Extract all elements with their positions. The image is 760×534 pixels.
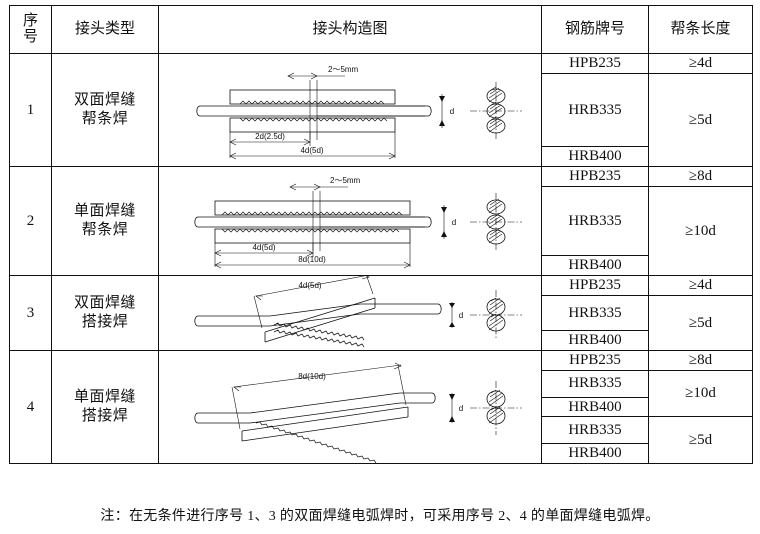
joint-type-line1: 单面焊缝 xyxy=(73,203,136,220)
row-index: 3 xyxy=(9,275,52,351)
table-subrow: HRB400 xyxy=(10,443,753,464)
table-row: 2 单面焊缝 帮条焊 xyxy=(9,166,753,276)
table-subrow: HRB335 ≥10d xyxy=(10,369,753,418)
joint-type-line2: 帮条焊 xyxy=(81,222,129,238)
joint-type-line2: 帮条焊 xyxy=(81,111,129,127)
welding-joint-table: 序 号 接头类型 接头构造图 钢筋牌号 帮条长度 1 双面焊缝 帮条焊 xyxy=(9,5,753,464)
figure-outer-label-row1: 4d(5d) xyxy=(300,146,323,155)
figure-gap-label-row2: 2～5mm xyxy=(330,176,361,185)
rebar-grade-cell: HPB235 xyxy=(541,166,649,187)
table-subrow: HRB400 xyxy=(10,146,753,167)
row-joint-type: 双面焊缝 搭接焊 xyxy=(51,275,159,351)
joint-figure-double-lap: 4d(5d) d xyxy=(158,275,542,351)
row-index: 2 xyxy=(9,166,52,276)
table-header-row: 序 号 接头类型 接头构造图 钢筋牌号 帮条长度 xyxy=(9,5,753,54)
table-subrow: HRB335 ≥5d xyxy=(10,294,753,352)
figure-svg-row4: 8d(10d) d xyxy=(194,362,522,463)
table-subrow: HRB400 xyxy=(10,330,753,351)
splice-length-cell: ≥8d xyxy=(648,350,753,371)
joint-figure-double-splice: 2～5mm 2d(2.5d) 4 xyxy=(158,53,542,167)
rebar-grade-cell: HRB400 xyxy=(541,255,649,276)
rebar-grade-cell: HRB400 xyxy=(541,330,649,351)
joint-figure-single-lap: 8d(10d) d xyxy=(158,350,542,464)
rebar-grade-cell: HRB335 xyxy=(541,72,649,148)
rebar-grade-cell: HRB400 xyxy=(541,146,649,167)
rebar-grade-cell: HPB235 xyxy=(541,350,649,371)
joint-figure-single-splice: 2～5mm 4d(5d) 8d(10d) xyxy=(158,166,542,276)
splice-length-cell: ≥4d xyxy=(648,53,753,74)
rebar-grade-cell: HRB335 xyxy=(541,369,649,398)
figure-svg-row2: 2～5mm 4d(5d) 8d(10d) xyxy=(194,176,522,269)
header-joint-figure: 接头构造图 xyxy=(158,5,542,54)
rebar-grade-cell: HRB335 xyxy=(541,416,649,445)
table-row: 4 单面焊缝 搭接焊 xyxy=(9,350,753,464)
table-row: 1 双面焊缝 帮条焊 xyxy=(9,53,753,167)
row-joint-type: 单面焊缝 搭接焊 xyxy=(51,350,159,464)
table-subrow: HRB400 xyxy=(10,255,753,276)
row-index: 1 xyxy=(9,53,52,167)
svg-text:d: d xyxy=(452,218,456,227)
rebar-grade-cell: HRB400 xyxy=(541,443,649,464)
joint-type-line1: 单面焊缝 xyxy=(73,389,136,406)
row-joint-type: 双面焊缝 帮条焊 xyxy=(51,53,159,167)
table-subrow: HRB400 xyxy=(10,396,753,418)
figure-length-label-row4: 8d(10d) xyxy=(298,372,326,381)
figure-inner-label-row1: 2d(2.5d) xyxy=(255,132,285,141)
figure-inner-label-row2: 4d(5d) xyxy=(252,243,275,252)
rebar-grade-cell: HRB400 xyxy=(541,396,649,418)
svg-text:d: d xyxy=(459,311,463,320)
table-subrow: HRB335 ≥5d xyxy=(10,416,753,464)
svg-text:d: d xyxy=(459,404,463,413)
row-index: 4 xyxy=(9,350,52,464)
header-index: 序 号 xyxy=(9,5,52,54)
table-subrow: HRB335 ≥5d xyxy=(10,72,753,168)
splice-length-cell: ≥5d xyxy=(648,294,753,352)
joint-type-line2: 搭接焊 xyxy=(81,314,129,330)
header-splice-length: 帮条长度 xyxy=(648,5,753,54)
table-subrow: HRB335 ≥10d xyxy=(10,185,753,277)
splice-length-cell: ≥5d xyxy=(648,416,753,464)
figure-svg-row3: 4d(5d) d xyxy=(194,276,522,348)
header-joint-type: 接头类型 xyxy=(51,5,159,54)
rebar-grade-cell: HPB235 xyxy=(541,53,649,74)
table-note: 注：在无条件进行序号 1、3 的双面焊缝电弧焊时，可采用序号 2、4 的单面焊缝… xyxy=(100,509,660,524)
splice-length-cell: ≥10d xyxy=(648,369,753,418)
figure-length-label-row3: 4d(5d) xyxy=(298,281,321,290)
splice-length-cell: ≥4d xyxy=(648,275,753,296)
splice-length-cell: ≥5d xyxy=(648,72,753,168)
splice-length-cell: ≥8d xyxy=(648,166,753,187)
header-rebar-grade: 钢筋牌号 xyxy=(541,5,649,54)
table-row: 3 双面焊缝 搭接焊 xyxy=(9,275,753,351)
svg-text:d: d xyxy=(450,107,454,116)
figure-svg-row1: 2～5mm 2d(2.5d) 4 xyxy=(196,65,522,160)
rebar-grade-cell: HPB235 xyxy=(541,275,649,296)
rebar-grade-cell: HRB335 xyxy=(541,294,649,332)
joint-type-line2: 搭接焊 xyxy=(81,408,129,424)
row-joint-type: 单面焊缝 帮条焊 xyxy=(51,166,159,276)
figure-outer-label-row2: 8d(10d) xyxy=(298,255,326,264)
figure-gap-label-row1: 2～5mm xyxy=(328,65,359,74)
joint-type-line1: 双面焊缝 xyxy=(73,92,136,109)
splice-length-cell: ≥10d xyxy=(648,185,753,277)
joint-type-line1: 双面焊缝 xyxy=(73,295,136,312)
rebar-grade-cell: HRB335 xyxy=(541,185,649,257)
